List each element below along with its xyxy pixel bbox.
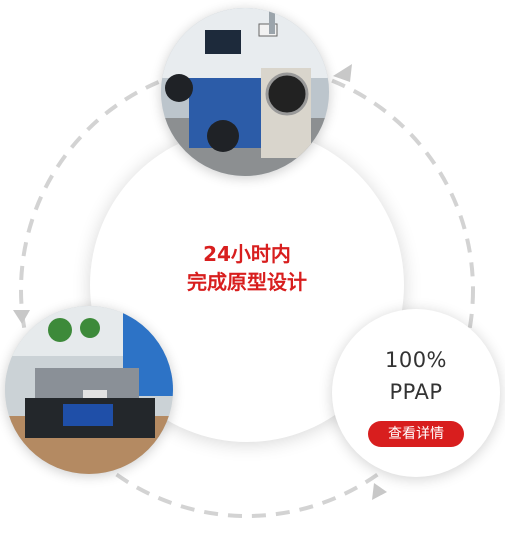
headline-line-1: 24小时内 (203, 242, 291, 266)
view-details-button[interactable]: 查看详情 (368, 421, 464, 447)
badge-percent: 100% (384, 348, 448, 372)
headline: 24小时内 完成原型设计 (90, 240, 404, 296)
arrow-icon (333, 64, 352, 82)
ppap-badge (332, 309, 500, 477)
headline-line-2: 完成原型设计 (187, 270, 307, 294)
arrow-icon (13, 310, 30, 324)
badge-title: PPAP (389, 380, 443, 404)
arrow-icon (372, 483, 387, 500)
machine-photo (161, 8, 329, 176)
fixture-photo (5, 306, 173, 474)
